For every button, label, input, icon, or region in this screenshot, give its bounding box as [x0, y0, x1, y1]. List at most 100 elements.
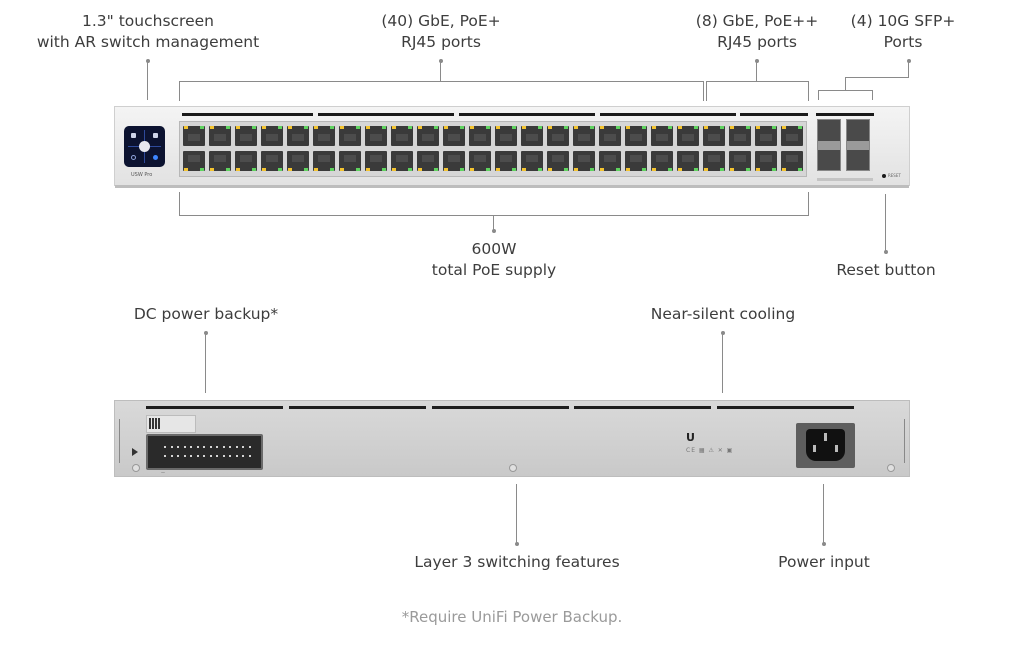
rj45-jack	[578, 155, 590, 162]
leader-dot	[755, 59, 759, 63]
link-led-icon	[434, 168, 438, 171]
link-led-icon	[278, 168, 282, 171]
rj45-port-9[interactable]	[287, 126, 309, 146]
rj45-port-45[interactable]	[755, 126, 777, 146]
cooling-vent	[146, 406, 283, 409]
rj45-port-31[interactable]	[573, 126, 595, 146]
rj45-port-20[interactable]	[417, 151, 439, 171]
rj45-jack	[682, 155, 694, 162]
dc-connector-pin	[222, 446, 225, 448]
leader-dot	[439, 59, 443, 63]
touchscreen-display[interactable]	[124, 126, 165, 167]
callout-reset: Reset button	[836, 260, 935, 281]
dc-power-backup-port[interactable]	[146, 434, 263, 470]
rj45-port-13[interactable]	[339, 126, 361, 146]
rj45-jack	[552, 134, 564, 141]
callout-power-input-line1: Power input	[778, 553, 870, 571]
rj45-port-16[interactable]	[365, 151, 387, 171]
port-label-strip	[600, 113, 736, 116]
rj45-port-38[interactable]	[651, 151, 673, 171]
rj45-port-17[interactable]	[391, 126, 413, 146]
rj45-port-23[interactable]	[469, 126, 491, 146]
dc-connector-pin	[216, 455, 218, 457]
rj45-port-1[interactable]	[183, 126, 205, 146]
rj45-port-2[interactable]	[183, 151, 205, 171]
rj45-port-18[interactable]	[391, 151, 413, 171]
rj45-port-12[interactable]	[313, 151, 335, 171]
rj45-port-42[interactable]	[703, 151, 725, 171]
rj45-port-22[interactable]	[443, 151, 465, 171]
rj45-port-27[interactable]	[521, 126, 543, 146]
dc-connector-pin	[196, 446, 199, 448]
rj45-jack	[448, 134, 460, 141]
rj45-jack	[344, 155, 356, 162]
rj45-jack	[786, 134, 798, 141]
rj45-port-5[interactable]	[235, 126, 257, 146]
rj45-jack	[474, 134, 486, 141]
rj45-jack	[266, 134, 278, 141]
link-led-icon	[512, 168, 516, 171]
screw-icon	[132, 464, 140, 472]
link-led-icon	[772, 126, 776, 129]
dc-connector-pin	[235, 446, 238, 448]
switch-front-panel: USW Pro RESET	[114, 106, 910, 188]
rj45-port-26[interactable]	[495, 151, 517, 171]
rj45-port-25[interactable]	[495, 126, 517, 146]
rj45-port-24[interactable]	[469, 151, 491, 171]
rj45-port-19[interactable]	[417, 126, 439, 146]
rj45-port-37[interactable]	[651, 126, 673, 146]
link-led-icon	[408, 168, 412, 171]
port-label-strip	[740, 113, 808, 116]
callout-poe-supply-line2: total PoE supply	[431, 261, 557, 279]
link-led-icon	[460, 126, 464, 129]
activity-led-icon	[262, 168, 266, 171]
rj45-port-46[interactable]	[755, 151, 777, 171]
rj45-port-40[interactable]	[677, 151, 699, 171]
ac-power-input-port[interactable]	[796, 423, 855, 468]
rj45-port-47[interactable]	[781, 126, 803, 146]
sfp-divider	[847, 141, 869, 150]
rj45-port-28[interactable]	[521, 151, 543, 171]
rj45-port-41[interactable]	[703, 126, 725, 146]
rj45-port-14[interactable]	[339, 151, 361, 171]
rj45-port-7[interactable]	[261, 126, 283, 146]
reset-button[interactable]	[882, 174, 886, 178]
sfp-port-cage-2[interactable]	[846, 119, 870, 171]
rj45-port-34[interactable]	[599, 151, 621, 171]
rj45-port-36[interactable]	[625, 151, 647, 171]
rj45-port-4[interactable]	[209, 151, 231, 171]
rj45-port-10[interactable]	[287, 151, 309, 171]
rj45-port-35[interactable]	[625, 126, 647, 146]
link-led-icon	[564, 126, 568, 129]
rj45-port-43[interactable]	[729, 126, 751, 146]
activity-led-icon	[678, 168, 682, 171]
rj45-port-44[interactable]	[729, 151, 751, 171]
dc-connector-pin	[177, 446, 179, 448]
rj45-port-3[interactable]	[209, 126, 231, 146]
activity-led-icon	[756, 126, 760, 129]
leader-dot	[146, 59, 150, 63]
rj45-port-29[interactable]	[547, 126, 569, 146]
rj45-jack	[370, 134, 382, 141]
activity-led-icon	[210, 126, 214, 129]
leader-touchscreen	[147, 61, 148, 100]
sfp-port-cage-1[interactable]	[817, 119, 841, 171]
rj45-jack	[422, 155, 434, 162]
rj45-port-15[interactable]	[365, 126, 387, 146]
rj45-port-6[interactable]	[235, 151, 257, 171]
socket-pin	[813, 445, 816, 452]
port-label-strip	[318, 113, 454, 116]
rj45-jack	[500, 134, 512, 141]
rj45-port-30[interactable]	[547, 151, 569, 171]
activity-led-icon	[288, 168, 292, 171]
rj45-port-32[interactable]	[573, 151, 595, 171]
rj45-port-21[interactable]	[443, 126, 465, 146]
rj45-jack	[578, 134, 590, 141]
rj45-port-8[interactable]	[261, 151, 283, 171]
rj45-port-11[interactable]	[313, 126, 335, 146]
rj45-port-48[interactable]	[781, 151, 803, 171]
switch-rear-panel: — U CE ▦ ⚠ ✕ ▣	[114, 400, 910, 477]
callout-poe-plus-line2: RJ45 ports	[401, 33, 481, 51]
rj45-port-33[interactable]	[599, 126, 621, 146]
rj45-port-39[interactable]	[677, 126, 699, 146]
